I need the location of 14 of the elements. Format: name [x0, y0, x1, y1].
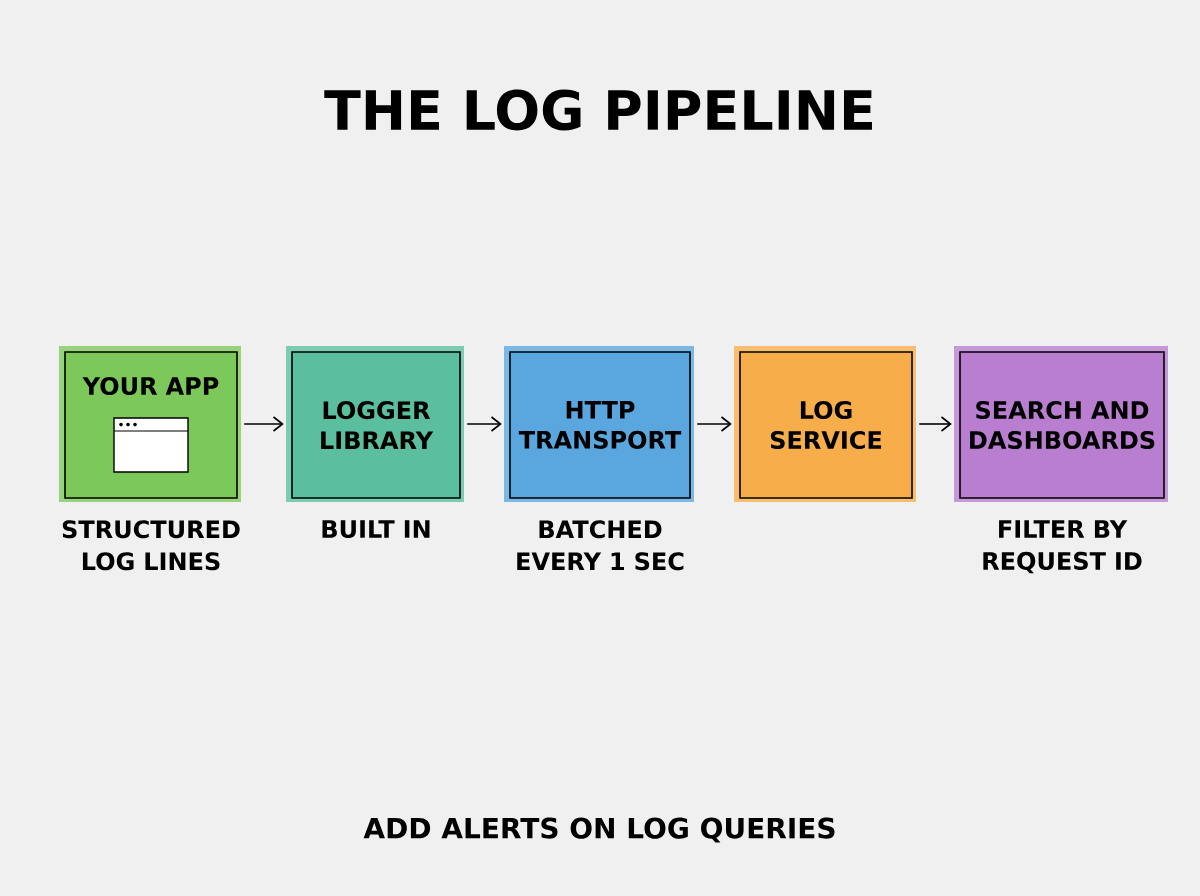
- arrow: [696, 416, 732, 432]
- caption-text: BATCHED EVERY 1 SEC: [517, 520, 684, 571]
- caption: ADD ALERTS ON LOG QUERIES: [363, 817, 835, 843]
- process-box: LOGGER LIBRARY: [286, 346, 464, 502]
- caption-text: FILTER BY REQUEST ID: [983, 520, 1142, 574]
- title: THE LOG PIPELINE: [324, 89, 872, 131]
- process-box: HTTP TRANSPORT: [504, 346, 694, 502]
- arrow: [466, 416, 502, 432]
- process-box: SEARCH AND DASHBOARDS: [954, 346, 1168, 502]
- arrow: [918, 416, 952, 432]
- arrow: [243, 416, 284, 432]
- caption-text: STRUCTURED LOG LINES: [62, 520, 240, 571]
- process-box: LOG SERVICE: [734, 346, 916, 502]
- caption-text: BUILT IN: [322, 520, 430, 539]
